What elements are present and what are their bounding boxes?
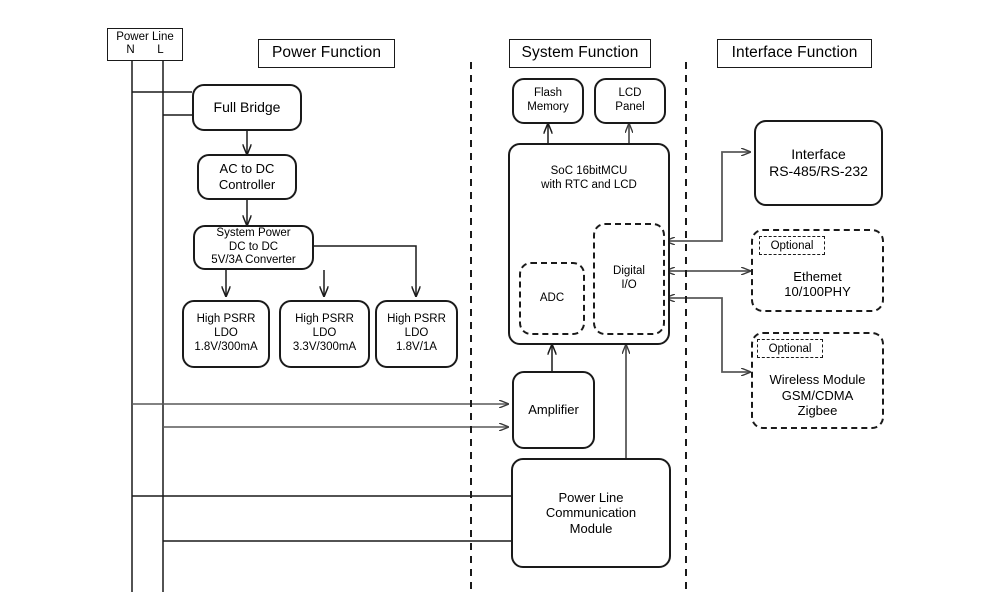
block-ldo-1v8-1a[interactable]: High PSRR LDO 1.8V/1A (375, 300, 458, 368)
block-digital-io-line1: Digital (613, 265, 645, 278)
section-title-system-function: System Function (509, 39, 651, 68)
block-system-power-line2: DC to DC (228, 240, 279, 253)
block-lcd-line2: Panel (615, 101, 645, 113)
wire-digitalio-to-wireless (666, 298, 750, 372)
block-wireless-module[interactable]: Wireless Module GSM/CDMA Zigbee (751, 332, 884, 429)
block-ethernet-phy[interactable]: Ethemet 10/100PHY (751, 229, 884, 312)
block-ldo3-line1: High PSRR (387, 313, 446, 326)
block-flash-line1: Flash (533, 87, 563, 100)
block-lcd-line1: LCD (618, 87, 642, 100)
block-ldo1-line2: LDO (214, 327, 238, 340)
block-soc-line1: SoC 16bitMCU (550, 165, 628, 177)
power-line-title: Power Line (116, 31, 174, 43)
block-ethernet-line2: 10/100PHY (784, 284, 851, 300)
block-system-power-converter[interactable]: System Power DC to DC 5V/3A Converter (193, 225, 314, 270)
block-amplifier[interactable]: Amplifier (512, 371, 595, 449)
block-ldo2-line2: LDO (312, 327, 337, 340)
block-interface-serial-line1: Interface (791, 146, 846, 163)
block-ac-to-dc-line1: AC to DC (219, 161, 275, 177)
wire-digitalio-to-interface-serial (666, 152, 750, 241)
block-interface-rs485-rs232[interactable]: Interface RS-485/RS-232 (754, 120, 883, 206)
power-line-source: Power Line N L (107, 28, 183, 61)
block-flash-memory[interactable]: Flash Memory (512, 78, 584, 124)
block-wireless-line2: GSM/CDMA (781, 387, 854, 403)
block-digital-io[interactable]: Digital I/O (593, 223, 665, 335)
block-soc-line2: with RTC and LCD (541, 178, 637, 191)
block-wireless-line1: Wireless Module (769, 372, 866, 388)
block-digital-io-line2: I/O (621, 279, 637, 291)
block-interface-serial-line2: RS-485/RS-232 (769, 163, 868, 179)
badge-optional-wireless: Optional (757, 339, 823, 358)
block-ethernet-line1: Ethemet (793, 268, 842, 284)
section-title-power-function: Power Function (258, 39, 395, 68)
block-plc-line3: Module (569, 520, 613, 536)
block-soc-mcu[interactable]: SoC 16bitMCU with RTC and LCD (508, 143, 670, 345)
block-adc[interactable]: ADC (519, 262, 585, 335)
badge-optional-ethernet: Optional (759, 236, 825, 255)
power-line-live-label: L (157, 44, 164, 56)
block-ldo-3v3-300ma[interactable]: High PSRR LDO 3.3V/300mA (279, 300, 370, 368)
block-ldo-1v8-300ma[interactable]: High PSRR LDO 1.8V/300mA (182, 300, 270, 368)
block-ldo3-line3: 1.8V/1A (396, 340, 437, 353)
section-title-interface-function: Interface Function (717, 39, 872, 68)
block-lcd-panel[interactable]: LCD Panel (594, 78, 666, 124)
block-amplifier-label: Amplifier (528, 402, 579, 418)
block-plc-line2: Communication (545, 505, 637, 521)
block-full-bridge[interactable]: Full Bridge (192, 84, 302, 131)
block-ac-to-dc-line2: Controller (218, 177, 276, 192)
block-ac-to-dc-controller[interactable]: AC to DC Controller (197, 154, 297, 200)
power-line-legs: N L (108, 44, 182, 56)
block-ldo1-line3: 1.8V/300mA (194, 340, 258, 353)
block-ldo3-line2: LDO (404, 327, 429, 340)
power-line-neutral-label: N (126, 44, 135, 56)
block-system-power-line1: System Power (216, 226, 291, 239)
block-ldo2-line1: High PSRR (295, 313, 354, 326)
block-flash-line2: Memory (527, 101, 569, 113)
wire-syspower-to-ldo3 (314, 245, 416, 296)
block-ldo1-line1: High PSRR (196, 313, 256, 326)
block-adc-label: ADC (539, 291, 565, 304)
block-full-bridge-label: Full Bridge (213, 99, 281, 116)
block-plc-line1: Power Line (558, 489, 624, 505)
block-ldo2-line3: 3.3V/300mA (292, 340, 357, 353)
block-system-power-line3: 5V/3A Converter (211, 254, 296, 267)
block-soc-caption: SoC 16bitMCU with RTC and LCD (510, 165, 668, 193)
block-wireless-line3: Zigbee (797, 403, 838, 419)
block-power-line-communication-module[interactable]: Power Line Communication Module (511, 458, 671, 568)
